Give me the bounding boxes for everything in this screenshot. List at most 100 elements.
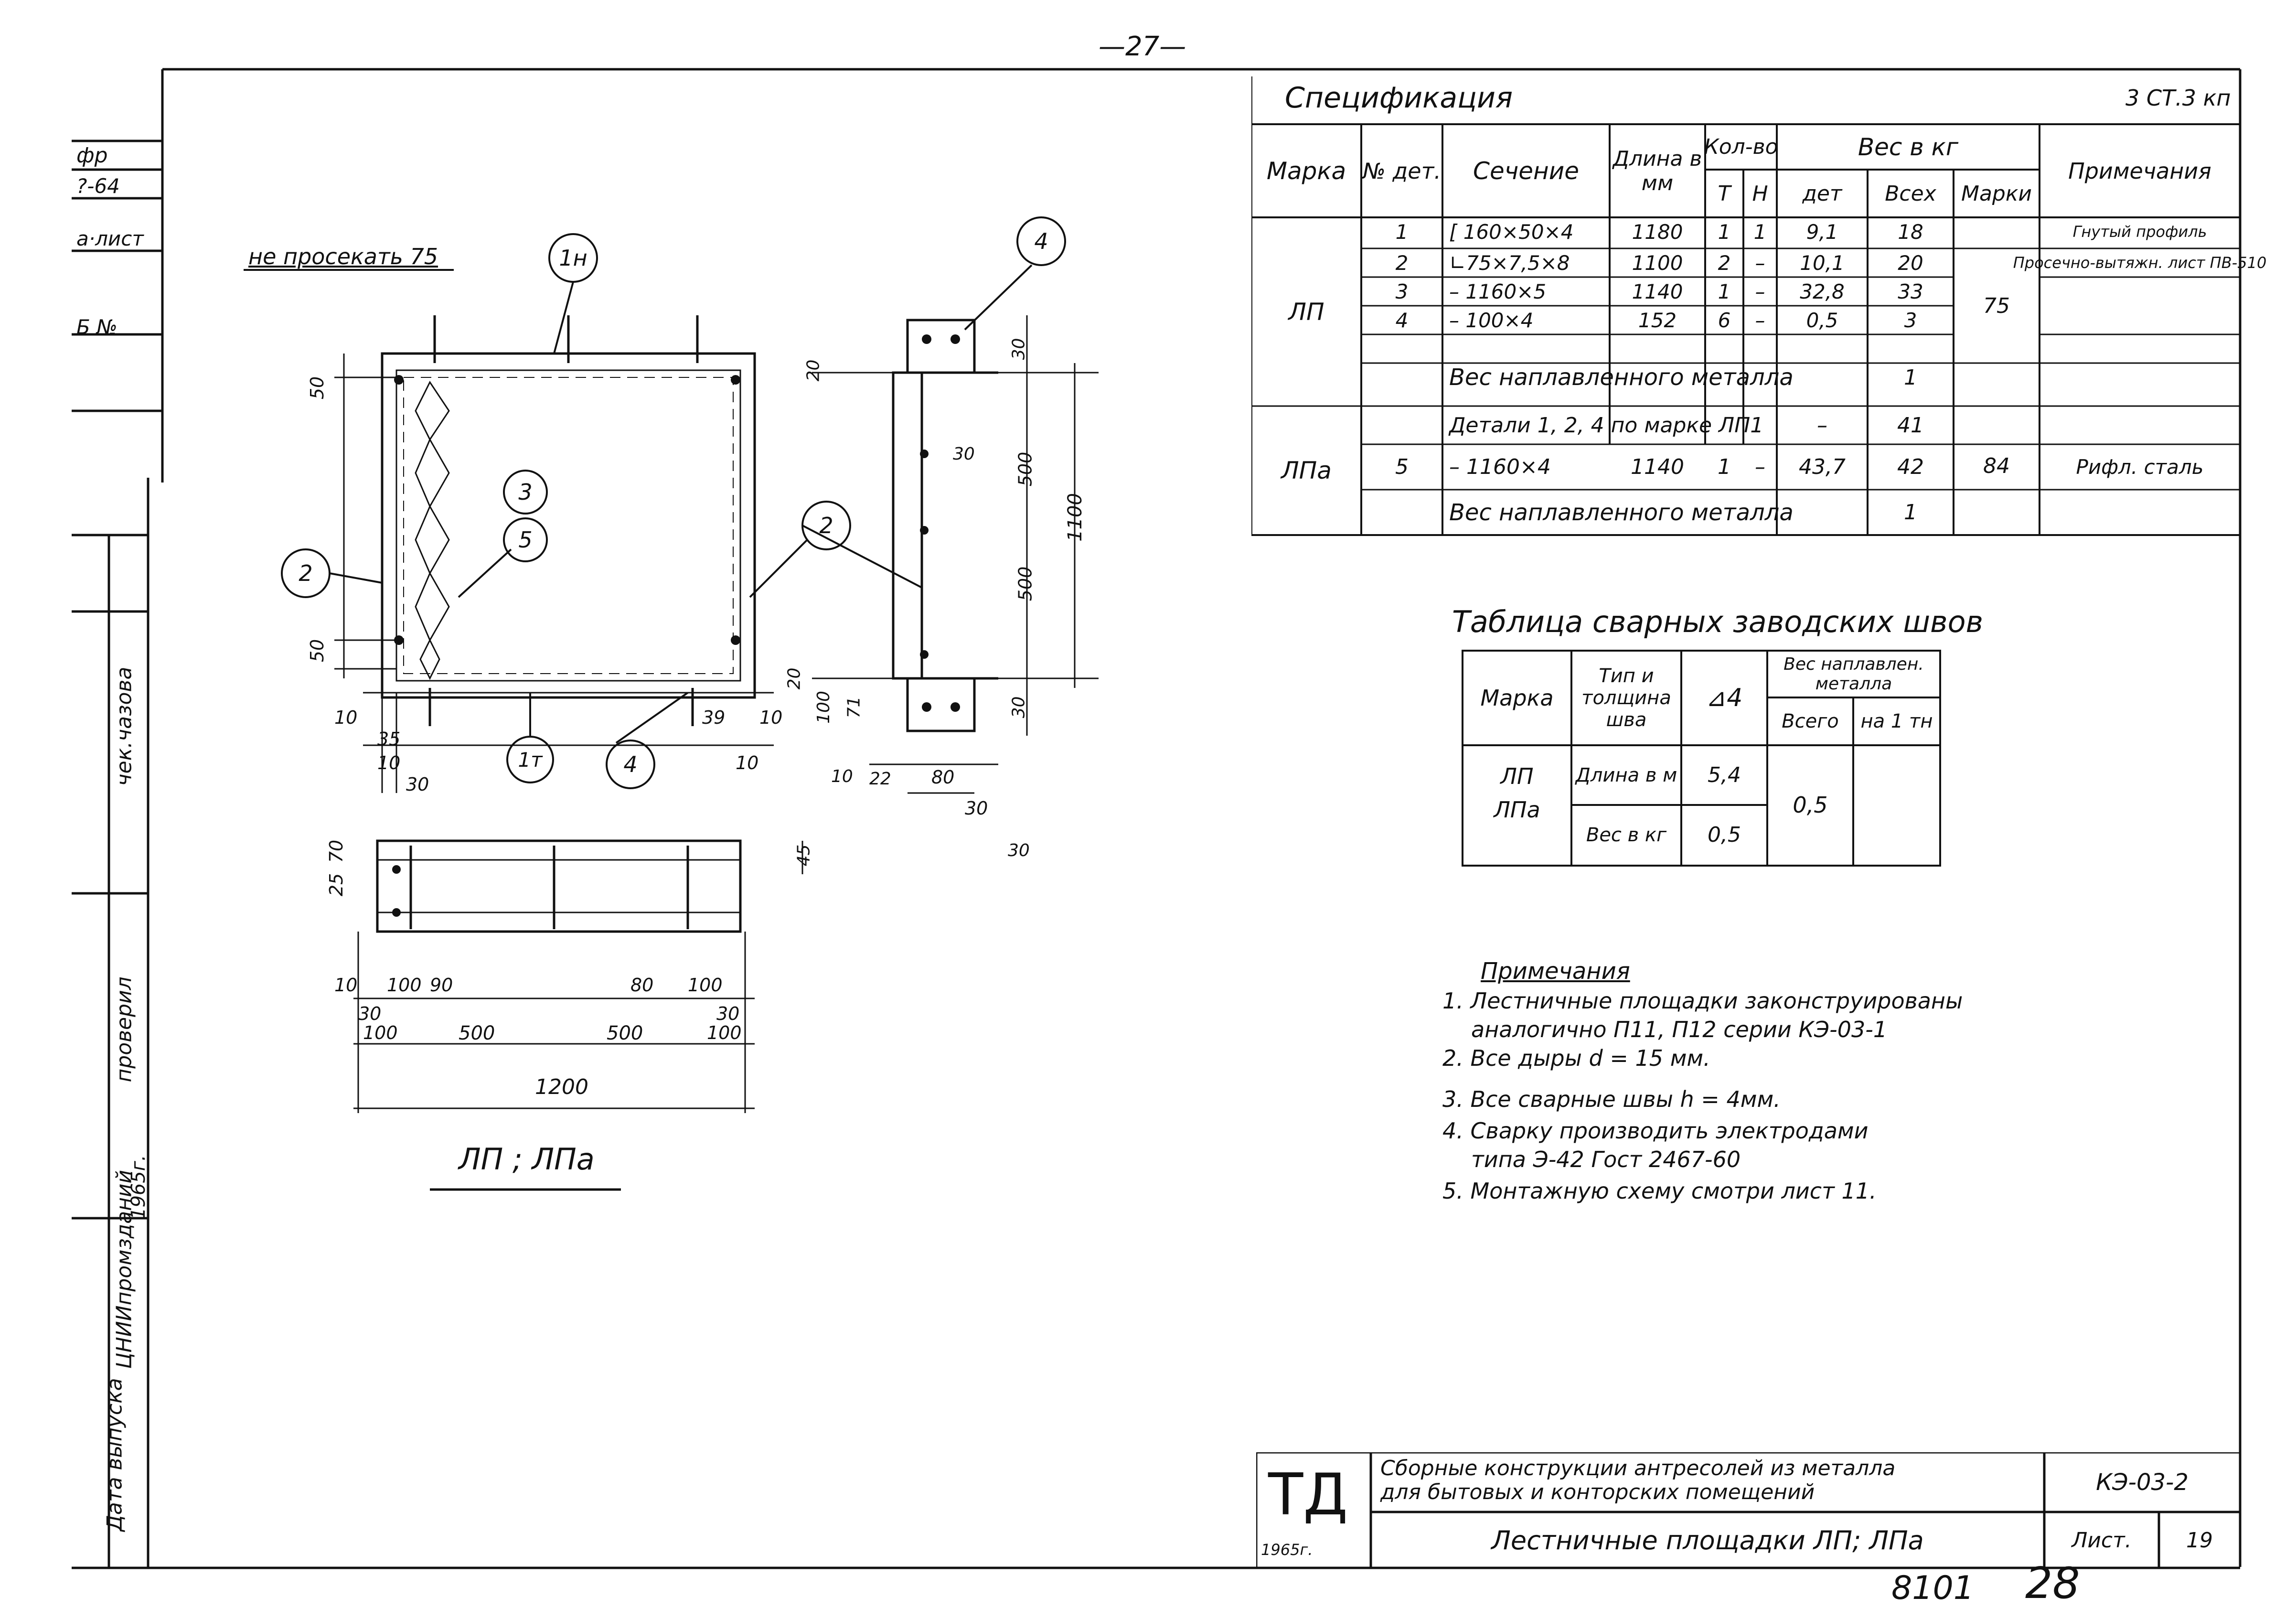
spec-row2-n: – (1755, 251, 1765, 275)
spec-group1-mark: ЛП (1288, 298, 1324, 326)
weld-weight-value: 0,5 (1708, 823, 1741, 847)
callout-5: 5 (518, 527, 533, 553)
dim-text: 71 (844, 696, 864, 718)
spec-row4-length: 152 (1638, 308, 1677, 332)
weld-table-title: Таблица сварных заводских швов (1452, 604, 1984, 639)
dim-text: 500 (459, 1022, 495, 1044)
dim-text: 1100 (1064, 493, 1086, 542)
spec-row4-det: 4 (1395, 308, 1409, 332)
dim-text: 10 (377, 752, 401, 773)
weld-length-value: 5,4 (1708, 763, 1741, 787)
spec-row5-length: 1140 (1631, 455, 1684, 479)
dim-text: 500 (607, 1022, 643, 1044)
strip-label-4: Б № (76, 315, 117, 339)
weld-header-symbol: ⊿4 (1706, 684, 1743, 712)
title-line-2: для бытовых и конторских помещений (1380, 1480, 1815, 1504)
weld-header-weight: Вес наплавлен. металла (1783, 654, 1924, 694)
spec-row2-w-all: 20 (1898, 251, 1923, 275)
dim-text: 39 (702, 707, 726, 728)
spec-group2-total: 84 (1983, 453, 2010, 478)
notes-list: 1. Лестничные площадки законструированы … (1442, 986, 1963, 1208)
spec-row5-det: 5 (1395, 455, 1409, 479)
dim-text: 50 (307, 639, 328, 663)
dim-text: 500 (1015, 451, 1036, 487)
note-line: типа Э-42 Гост 2467-60 (1471, 1147, 1741, 1172)
stamp-page: 28 (2025, 1558, 2080, 1608)
plan-grating-pattern (415, 381, 450, 680)
weld-mark-1: ЛП (1500, 763, 1534, 789)
side-view-top-plate (906, 319, 976, 374)
weld-length-label: Длина в м (1575, 764, 1677, 786)
spec-header-length: Длина в мм (1613, 146, 1702, 195)
dim-text: 30 (1008, 841, 1030, 860)
spec-header-w-all: Всех (1885, 181, 1936, 206)
spec-row1-w-all: 18 (1898, 220, 1923, 244)
dim-text: 45 (794, 844, 814, 867)
spec-row2-note: Просечно-вытяжн. лист ПВ-510 (2013, 254, 2267, 272)
dim-text: 100 (707, 1022, 742, 1043)
spec-row1-length: 1180 (1632, 220, 1683, 244)
spec-header-notes: Примечания (2068, 158, 2211, 184)
stamp-number: 8101 (1891, 1569, 1975, 1607)
spec-row3-det: 3 (1395, 279, 1409, 303)
weld-table-grid (1462, 650, 1941, 867)
dim-text: 22 (869, 769, 891, 789)
title-logo-year: 1965г. (1261, 1541, 1313, 1559)
dim-text: 10 (334, 707, 358, 728)
spec-steel-grade: 3 СТ.3 кп (2125, 85, 2231, 111)
weld-total-value: 0,5 (1793, 792, 1828, 818)
dim-text: 500 (1015, 566, 1036, 601)
weld-header-total: Всего (1782, 710, 1839, 732)
spec-row2-t: 2 (1718, 251, 1731, 275)
callout-1n: 1н (559, 245, 587, 271)
title-sheet-number: 19 (2186, 1528, 2213, 1553)
note-line: 5. Монтажную схему смотри лист 11. (1442, 1178, 1877, 1204)
dim-text: 30 (716, 1003, 740, 1024)
spec-weld2-label: Вес наплавленного металла (1449, 499, 1794, 526)
spec-header-section: Сечение (1473, 157, 1579, 185)
weld-header-marka: Марка (1480, 685, 1554, 711)
dim-text: 30 (1009, 338, 1029, 360)
spec-group1-total: 75 (1983, 293, 2010, 318)
spec-weld1-label: Вес наплавленного металла (1449, 364, 1794, 391)
dim-text: 10 (759, 707, 783, 728)
note-line: 3. Все сварные швы h = 4мм. (1442, 1086, 1781, 1112)
weld-mark-2: ЛПа (1494, 797, 1540, 823)
spec-title: Спецификация (1285, 81, 1513, 115)
plan-outer-frame (381, 352, 756, 699)
dim-text: 10 (736, 752, 759, 773)
title-block-grid (1256, 1452, 2241, 1569)
drawing-caption: ЛП ; ЛПа (459, 1142, 595, 1177)
spec-row5-note: Рифл. сталь (2076, 455, 2204, 479)
spec-header-w-det: дет (1802, 181, 1842, 206)
callout-1t: 1т (518, 748, 543, 772)
spec-header-marka: Марка (1266, 157, 1346, 185)
dim-text: 50 (307, 376, 328, 400)
spec-row3-section: – 1160×5 (1449, 279, 1547, 303)
dim-text: 80 (931, 767, 955, 788)
strip-label-1: фр (76, 143, 108, 168)
dim-text: 1200 (535, 1075, 588, 1099)
spec-table-grid (1251, 76, 2240, 536)
dim-text: 100 (688, 975, 723, 996)
strip-label-3: а·лист (76, 227, 144, 250)
note-line: аналогично П11, П12 серии КЭ-03-1 (1471, 1017, 1888, 1042)
spec-row2-det: 2 (1395, 251, 1409, 275)
spec-row1-n: 1 (1753, 220, 1767, 244)
spec-header-w-mark: Марки (1961, 181, 2032, 206)
title-sheet-label: Лист. (2072, 1528, 2132, 1553)
spec-details-w-all: 41 (1897, 413, 1924, 438)
spec-row2-w-det: 10,1 (1800, 251, 1845, 275)
dim-text: 30 (1009, 696, 1029, 718)
spec-row1-note: Гнутый профиль (2072, 223, 2207, 241)
spec-weld1-value: 1 (1904, 365, 1917, 390)
title-logo: ТД (1268, 1462, 1348, 1528)
spec-row2-length: 1100 (1632, 251, 1683, 275)
weld-weight-label: Вес в кг (1586, 824, 1667, 846)
dim-text: 30 (406, 774, 429, 795)
spec-group2-mark: ЛПа (1281, 457, 1332, 484)
dim-text: 10 (334, 975, 358, 996)
plan-inner-frame (395, 369, 741, 682)
